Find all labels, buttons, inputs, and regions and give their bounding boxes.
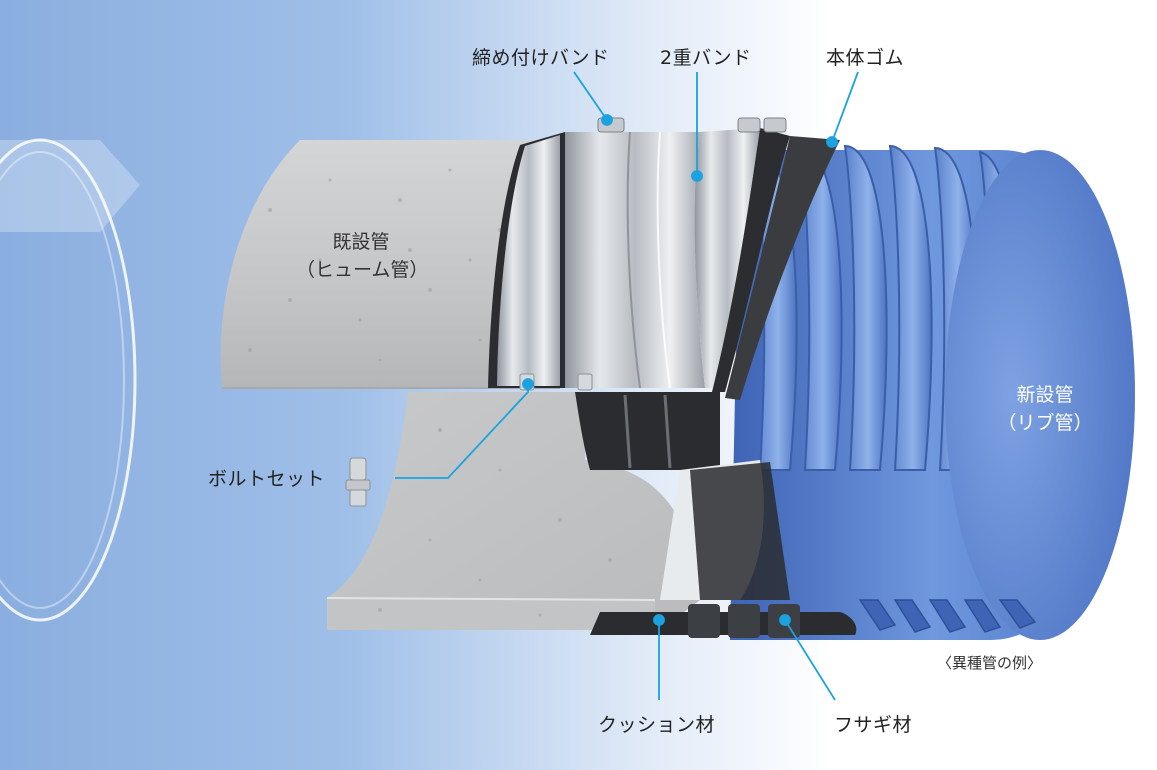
caption-label: 〈異種管の例〉	[937, 654, 1043, 672]
new-pipe-type: （リブ管）	[997, 412, 1093, 434]
existing-pipe-lower	[326, 392, 700, 630]
body-rubber-label: 本体ゴム	[826, 47, 905, 69]
existing-pipe-label: 既設管 （ヒューム管）	[296, 228, 429, 284]
new-pipe-label: 新設管 （リブ管）	[985, 381, 1105, 437]
bolt-set	[345, 457, 371, 507]
rib-pipe	[730, 144, 1135, 640]
steel-band-upper	[488, 117, 840, 400]
bolt-set-label: ボルトセット	[208, 468, 326, 490]
leader-lines	[395, 71, 859, 701]
double-band-label: 2重バンド	[660, 47, 752, 69]
plug-material-label: フサギ材	[834, 714, 913, 736]
existing-pipe-type: （ヒューム管）	[296, 259, 429, 281]
cushion-material-label: クッション材	[598, 714, 716, 736]
new-pipe-name: 新設管	[1016, 384, 1074, 406]
existing-pipe-name: 既設管	[332, 231, 390, 253]
tightening-band-label: 締め付けバンド	[472, 47, 610, 69]
ghost-ring	[0, 138, 140, 622]
